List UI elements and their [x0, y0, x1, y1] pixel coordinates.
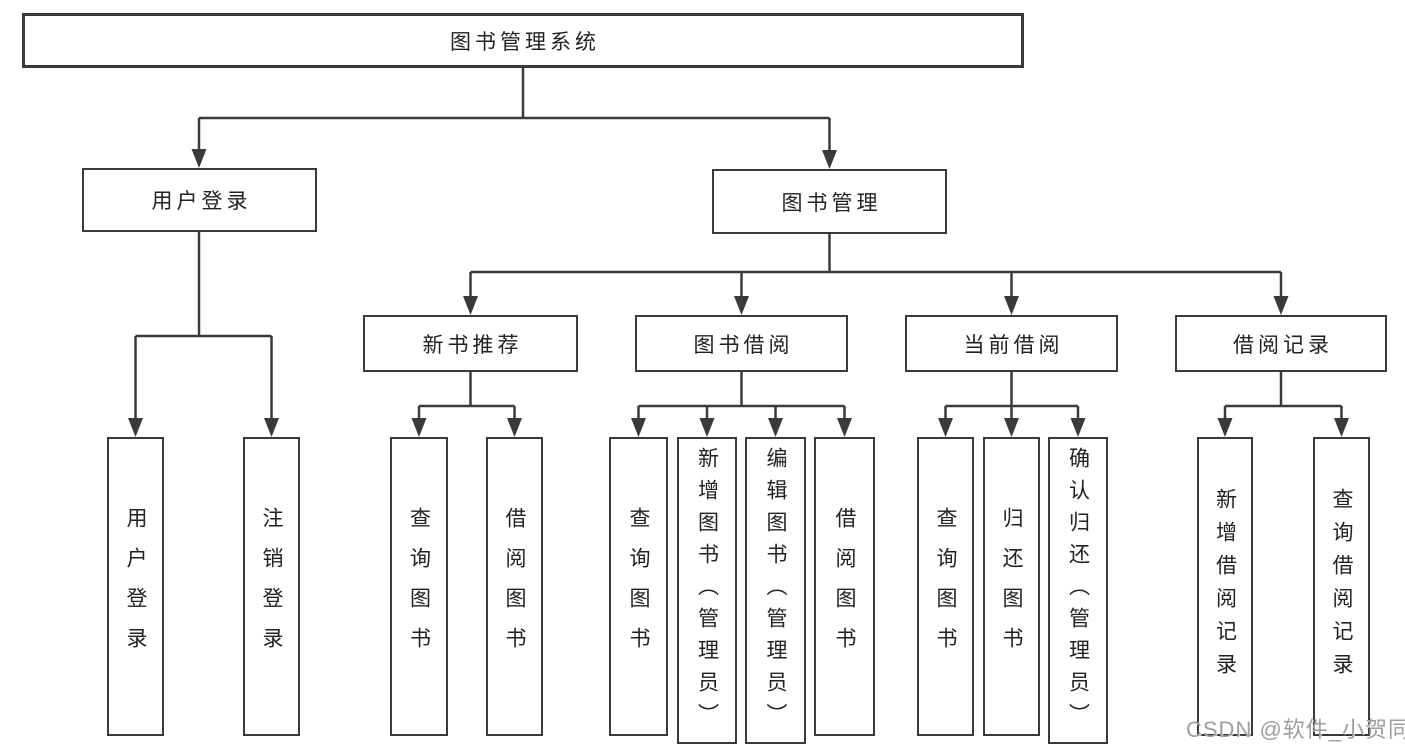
node-add-borrow-record: 新增借阅记录	[1197, 437, 1253, 736]
node-label: 新增借阅记录	[1213, 487, 1237, 686]
node-user-login: 用户登录	[82, 168, 317, 232]
node-query-borrow-record: 查询借阅记录	[1313, 437, 1370, 736]
node-label: 查询图书	[627, 506, 650, 667]
node-label: 查询图书	[407, 506, 431, 667]
node-borrow-records: 借阅记录	[1175, 315, 1387, 372]
node-book-management: 图书管理	[712, 169, 947, 234]
node-label: 当前借阅	[963, 333, 1064, 357]
node-query-books-borrow: 查询图书	[609, 437, 668, 736]
node-label: 图书借阅	[693, 333, 794, 357]
node-label: 注销登录	[260, 506, 283, 667]
node-edit-book-admin: 编辑图书（管理员）	[745, 437, 806, 744]
connector-lines	[134, 68, 1343, 420]
node-logout: 注销登录	[243, 437, 300, 736]
node-label: 图书管理	[781, 191, 882, 215]
node-label: 编辑图书（管理员）	[764, 446, 787, 735]
node-query-books-recommend: 查询图书	[390, 437, 448, 736]
csdn-watermark: CSDN @软件_小贺同学	[1186, 717, 1405, 742]
node-label: 用户登录	[124, 506, 147, 667]
node-book-borrow: 图书借阅	[635, 315, 848, 372]
node-borrow-books: 借阅图书	[814, 437, 875, 736]
node-borrow-books-recommend: 借阅图书	[486, 437, 543, 736]
node-label: 查询图书	[934, 506, 957, 667]
node-user-login-action: 用户登录	[107, 437, 164, 736]
node-library-management-system: 图书管理系统	[22, 13, 1024, 68]
node-label: 确认归还（管理员）	[1066, 446, 1090, 735]
node-label: 新书推荐	[422, 333, 523, 357]
node-label: 用户登录	[151, 190, 252, 213]
node-label: 借阅记录	[1233, 333, 1333, 357]
node-query-books-current: 查询图书	[917, 437, 974, 736]
node-label: 归还图书	[1000, 506, 1023, 667]
node-label: 查询借阅记录	[1330, 487, 1353, 686]
node-current-borrow: 当前借阅	[905, 315, 1118, 372]
node-label: 借阅图书	[503, 506, 526, 667]
node-label: 图书管理系统	[450, 30, 600, 54]
node-confirm-return-admin: 确认归还（管理员）	[1048, 437, 1108, 744]
node-label: 借阅图书	[833, 506, 856, 667]
node-add-book-admin: 新增图书（管理员）	[677, 437, 737, 744]
node-return-books: 归还图书	[983, 437, 1040, 736]
node-new-book-recommend: 新书推荐	[363, 315, 578, 372]
node-label: 新增图书（管理员）	[695, 446, 719, 735]
